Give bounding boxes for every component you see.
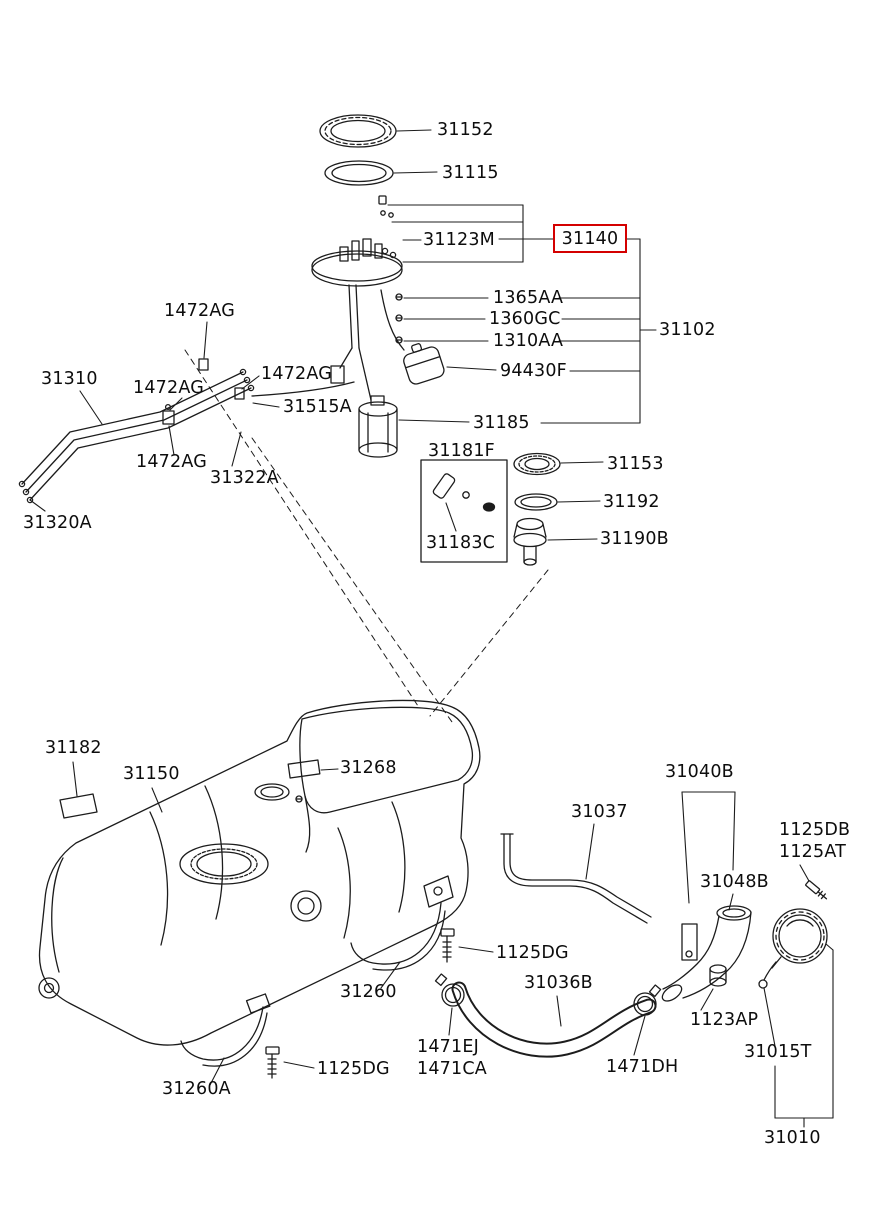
cap-tether bbox=[763, 961, 777, 981]
part-label-1125DB: 1125DB bbox=[779, 820, 851, 840]
strap-bracket bbox=[423, 875, 454, 908]
part-label-1125AT: 1125AT bbox=[779, 842, 847, 862]
part-label-31140: 31140 bbox=[561, 228, 619, 249]
part-label-31260: 31260 bbox=[340, 982, 397, 1002]
part-label-31268: 31268 bbox=[340, 758, 397, 778]
part-label-31185: 31185 bbox=[473, 413, 530, 433]
filler-hose bbox=[451, 981, 657, 1058]
part-label-1471CA: 1471CA bbox=[417, 1059, 487, 1079]
part-label-31310: 31310 bbox=[41, 369, 98, 389]
filler-opening-ring bbox=[254, 783, 290, 801]
o-ring bbox=[514, 493, 558, 511]
valve-kit-box bbox=[420, 459, 508, 563]
part-label-1471EJ: 1471EJ bbox=[417, 1037, 479, 1057]
part-label-31015T: 31015T bbox=[744, 1042, 812, 1062]
part-label-31150: 31150 bbox=[123, 764, 180, 784]
fuel-pump-seal-ring bbox=[324, 160, 394, 186]
neck-plug bbox=[709, 964, 727, 987]
part-label-31515A: 31515A bbox=[283, 397, 352, 417]
part-label-1125DG-2: 1125DG bbox=[317, 1059, 390, 1079]
part-label-31048B: 31048B bbox=[700, 872, 769, 892]
tank-pad-31182 bbox=[59, 793, 98, 819]
part-label-31260A: 31260A bbox=[162, 1079, 231, 1099]
part-label-31115: 31115 bbox=[442, 163, 499, 183]
pump-opening-recess bbox=[179, 843, 269, 885]
neck-bracket bbox=[681, 923, 698, 961]
hose-clamps bbox=[434, 973, 662, 1016]
part-label-1472AG-3: 1472AG bbox=[261, 364, 332, 384]
line-clip-1472ag-1 bbox=[198, 358, 209, 371]
part-label-31192: 31192 bbox=[603, 492, 660, 512]
lock-ring bbox=[513, 452, 561, 476]
part-label-31010: 31010 bbox=[764, 1128, 821, 1148]
part-label-1471DH: 1471DH bbox=[606, 1057, 679, 1077]
tank-straps bbox=[180, 902, 446, 1067]
part-label-31182: 31182 bbox=[45, 738, 102, 758]
cap-screw bbox=[805, 880, 828, 900]
tank-plate-31268 bbox=[287, 759, 321, 779]
line-clip-1472ag-2 bbox=[162, 410, 175, 425]
part-label-31181F: 31181F bbox=[428, 441, 495, 461]
fuel-tank bbox=[38, 699, 481, 1046]
part-label-31320A: 31320A bbox=[23, 513, 92, 533]
vent-tube bbox=[500, 833, 652, 924]
part-label-1125DG-1: 1125DG bbox=[496, 943, 569, 963]
part-label-94430F: 94430F bbox=[500, 361, 567, 381]
part-label-31036B: 31036B bbox=[524, 973, 593, 993]
filler-neck bbox=[661, 905, 752, 1002]
part-label-31123M: 31123M bbox=[423, 230, 495, 250]
vent-valve bbox=[513, 517, 547, 566]
line-clip-1472ag-3 bbox=[234, 387, 245, 400]
fuel-cap bbox=[758, 908, 828, 989]
part-label-31152: 31152 bbox=[437, 120, 494, 140]
part-label-31190B: 31190B bbox=[600, 529, 669, 549]
mounting-bolts bbox=[265, 928, 455, 1079]
fuel-pressure-regulator bbox=[403, 343, 445, 385]
part-label-1472AG-4: 1472AG bbox=[136, 452, 207, 472]
part-label-31040B: 31040B bbox=[665, 762, 734, 782]
part-label-1310AA: 1310AA bbox=[493, 331, 564, 351]
fuel-pump-lock-ring bbox=[319, 114, 397, 148]
drain-plug bbox=[38, 977, 60, 999]
part-label-1360GC: 1360GC bbox=[489, 309, 561, 329]
construction-dashed-lines bbox=[184, 349, 549, 723]
part-label-1472AG-2: 1472AG bbox=[133, 378, 204, 398]
part-label-1123AP: 1123AP bbox=[690, 1010, 759, 1030]
part-label-31102: 31102 bbox=[659, 320, 716, 340]
fuel-filter bbox=[358, 395, 398, 458]
part-label-31322A: 31322A bbox=[210, 468, 279, 488]
part-label-31153: 31153 bbox=[607, 454, 664, 474]
part-label-31037: 31037 bbox=[571, 802, 628, 822]
side-port bbox=[290, 890, 322, 922]
highlight-box-31140: 31140 bbox=[553, 224, 627, 253]
part-label-1365AA: 1365AA bbox=[493, 288, 564, 308]
fuel-lines-left bbox=[18, 358, 355, 504]
part-label-31183C: 31183C bbox=[426, 533, 496, 553]
part-label-1472AG-1: 1472AG bbox=[164, 301, 235, 321]
leader-lines bbox=[29, 129, 834, 1128]
fuel-pump-assembly bbox=[311, 238, 405, 401]
